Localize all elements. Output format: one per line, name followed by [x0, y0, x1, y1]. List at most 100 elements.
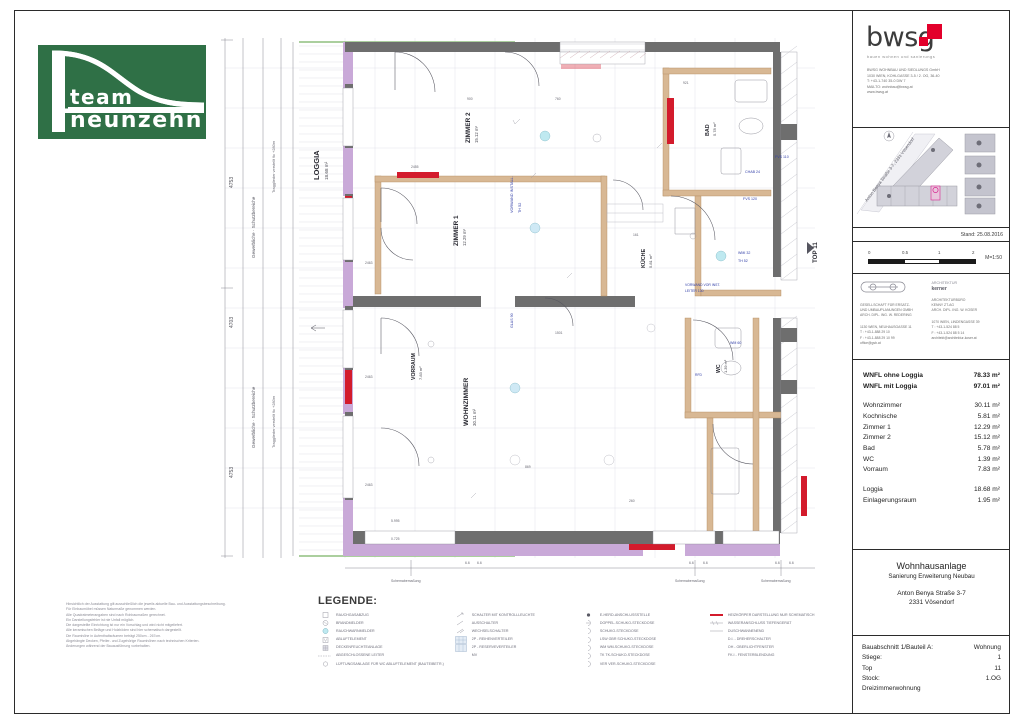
svg-text:900: 900 — [467, 97, 473, 101]
bauabschnitt-row: Stiege: 1 — [862, 653, 1001, 663]
area-label: WNFL ohne Loggia — [863, 372, 923, 379]
svg-text:RFD: RFD — [695, 373, 703, 377]
area-row-extra: Loggia 18.68 m² — [863, 485, 1000, 496]
svg-text:6.6: 6.6 — [789, 561, 794, 565]
sheet-border — [14, 10, 1010, 714]
legend-item: D.I. - DREHERSCHALTER — [710, 637, 828, 643]
room-area-zimmer1: 12.29 m² — [462, 228, 467, 246]
svg-text:WM 60: WM 60 — [730, 341, 741, 345]
legend-item: TK TK-SCHUKO-STECKDOSE — [582, 653, 700, 659]
logo-roof-curve — [52, 50, 204, 113]
room-label-vorraum: VORRAUM — [411, 353, 417, 380]
abbr-3-icon — [710, 653, 724, 659]
logo-divider — [68, 107, 200, 109]
svg-text:TH 52: TH 52 — [518, 203, 522, 213]
architect-left-contact: 1130 WIEN, NEUHAUSGASSE 11 T : +43-1-888… — [860, 325, 912, 345]
area-label: Bad — [863, 445, 875, 453]
switch-plain-icon — [454, 620, 468, 626]
wall-violet-bottom-2 — [685, 544, 780, 556]
area-label: Einlagerungsraum — [863, 496, 917, 504]
legend-item: BRANDMELDER — [318, 620, 444, 626]
bwsg-tagline: bauen wohnen und sanierungs — [867, 54, 936, 59]
svg-text:5.995: 5.995 — [391, 519, 400, 523]
legend-item: AUSSCHALTER — [454, 620, 572, 626]
circle-small-icon — [318, 661, 332, 667]
room-label-zimmer2: ZIMMER 2 — [465, 112, 472, 143]
socket-wm-icon — [582, 645, 596, 651]
svg-text:6.6: 6.6 — [689, 561, 694, 565]
legend-column-4: HEIZKÖRPER DARSTELLUNG NUR SCHEMATISCH W… — [709, 612, 828, 669]
area-row: WC 1.39 m² — [863, 455, 1000, 466]
area-schedule-cell: WNFL ohne Loggia 78.33 m² WNFL mit Loggi… — [853, 360, 1010, 550]
architect-left: GESELLSCHAFT FÜR ERSATZ- UND UMBAUPLANUN… — [860, 279, 932, 354]
area-value: 1.39 m² — [977, 455, 1000, 463]
legend-column-3: E-HERD-ANSCHLUSSSTELLE DOPPEL-SCHUKO-STE… — [582, 612, 700, 669]
line-plain-icon — [709, 628, 724, 634]
architekturbuero-mark-left-icon — [860, 281, 906, 293]
bauabschnitt-row: Stock: 1.OG — [862, 674, 1001, 684]
architect-left-name: GESELLSCHAFT FÜR ERSATZ- UND UMBAUPLANUN… — [860, 303, 913, 318]
socket-double-icon — [582, 620, 596, 626]
spacer — [863, 392, 1000, 401]
legend-item: FK.I - FENSTERBLENDUNG — [710, 653, 828, 659]
stiege-value: 1 — [997, 654, 1001, 662]
scale-bar-cell: 0 0.5 1 2 M=1:50 — [853, 242, 1010, 274]
abbr-1-icon — [710, 637, 724, 643]
project-subtitle: Sanierung Erweiterung Neubau — [888, 573, 975, 580]
bottom-note-1: Schemabemaßung — [391, 579, 421, 583]
bottom-note-2: Schemabemaßung — [675, 579, 705, 583]
scale-seg-1 — [868, 259, 904, 264]
scale-tick-3: 2 — [972, 250, 975, 255]
socket-single-icon — [582, 628, 596, 635]
wall-hatched-group — [780, 45, 798, 534]
area-value: 97.01 m² — [973, 382, 1000, 390]
bwsg-square-large-icon — [927, 24, 942, 39]
project-cell: Wohnhausanlage Sanierung Erweiterung Neu… — [853, 550, 1010, 636]
svg-text:2463: 2463 — [365, 261, 373, 265]
stock-value: 1.OG — [985, 674, 1001, 682]
door-swing-group — [380, 51, 754, 467]
project-name: Wohnhausanlage — [896, 561, 967, 571]
scale-tick-1: 0.5 — [902, 250, 909, 255]
svg-text:161: 161 — [633, 233, 639, 237]
window-group — [342, 41, 780, 545]
stand-date-cell: Stand: 25.08.2016 — [853, 228, 1010, 242]
logo-text-neunzehn: neunzehn — [70, 108, 203, 133]
svg-text:921: 921 — [683, 81, 689, 85]
fixture-group — [674, 79, 768, 495]
disclaimer-text: Hinsichtlich der Ausstattung gilt aussch… — [66, 602, 226, 648]
area-value: 5.78 m² — [977, 445, 1000, 453]
legend-item: MV — [454, 653, 572, 659]
area-label: Kochnische — [863, 413, 898, 421]
svg-text:CHAB 24: CHAB 24 — [745, 170, 760, 174]
area-row: Wohnzimmer 30.11 m² — [863, 401, 1000, 412]
area-row-summary: WNFL ohne Loggia 78.33 m² — [863, 371, 1000, 382]
area-value: 12.29 m² — [973, 423, 1000, 431]
circle-cyan-icon — [318, 628, 332, 635]
project-address: Anton Benya Straße 3-7 2331 Vösendorf — [860, 589, 1003, 608]
area-label: WNFL mit Loggia — [863, 382, 918, 390]
architect-right-name: ARCHITEKTURBÜRO KENNY ZT-AG ARCH. DIPL. … — [931, 298, 978, 313]
svg-text:0.725: 0.725 — [391, 537, 400, 541]
project-city: 2331 Vösendorf — [908, 599, 955, 607]
legend-column-2: SCHALTER MIT KONTROLLLEUCHTE AUSSCHALTER… — [454, 612, 572, 669]
svg-text:FVS 120: FVS 120 — [743, 197, 757, 201]
legend-item: DUSCHWANNENEND — [709, 628, 828, 634]
legend-title: LEGENDE: — [318, 595, 378, 607]
area-row: Bad 5.78 m² — [863, 444, 1000, 455]
architects-cell: GESELLSCHAFT FÜR ERSATZ- UND UMBAUPLANUN… — [853, 274, 1010, 360]
area-value: 5.81 m² — [977, 413, 1000, 421]
title-block: bwsg bauen wohnen und sanierungs BWSG WO… — [852, 10, 1010, 714]
top-label: Top — [862, 664, 873, 672]
area-label: Loggia — [863, 486, 883, 494]
line-red-icon — [709, 612, 724, 618]
circle-hatched-icon — [318, 620, 332, 626]
legend-item: LSW GBR SCHUKO-STECKDOSE — [582, 636, 700, 643]
dashed-line-icon — [318, 653, 332, 659]
area-value: 1.95 m² — [977, 496, 1000, 504]
top-value: 11 — [994, 664, 1001, 672]
legend-item: WASSERANSCHLUSS TIEFENGERÄT — [709, 620, 828, 626]
